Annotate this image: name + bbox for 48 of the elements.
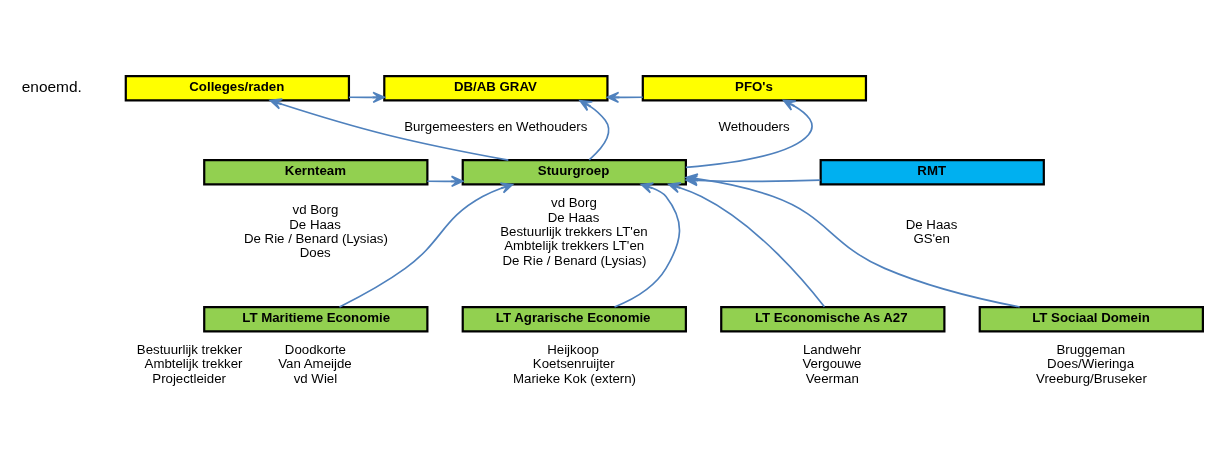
node-label: Burgemeesters en Wethouders bbox=[404, 118, 588, 134]
node-label: vd Wiel bbox=[293, 370, 338, 386]
label: Bestuurlijk trekker bbox=[136, 342, 243, 358]
arrow bbox=[269, 98, 510, 161]
node-label: Heijkoop bbox=[547, 342, 599, 358]
node-label: Does bbox=[299, 245, 331, 261]
node-label: De Rie / Benard (Lysias) bbox=[502, 252, 647, 268]
node-label: Vergouwe bbox=[802, 356, 862, 372]
arrow bbox=[685, 99, 813, 169]
node-box: LT Agrarische Economie bbox=[461, 305, 687, 333]
node-box: Colleges/raden bbox=[124, 75, 351, 102]
node-box: RMT bbox=[819, 159, 1045, 186]
node-label: Vreeburg/Bruseker bbox=[1036, 370, 1147, 386]
node-label: De Haas bbox=[547, 209, 600, 225]
node-label: De Rie / Benard (Lysias) bbox=[243, 231, 388, 247]
arrow bbox=[613, 182, 681, 308]
label: Ambtelijk trekker bbox=[144, 356, 243, 372]
node-box: PFO's bbox=[641, 75, 868, 102]
node-box: LT Maritieme Economie bbox=[203, 305, 429, 333]
node-box: LT Economische As A27 bbox=[720, 305, 946, 333]
arrow bbox=[426, 175, 464, 188]
node-label: GS'en bbox=[913, 231, 950, 247]
node-label: Wethouders bbox=[718, 118, 790, 134]
node-label: vd Borg bbox=[292, 202, 339, 218]
node-label: Does/Wieringa bbox=[1047, 356, 1135, 372]
node-label: Ambtelijk trekkers LT'en bbox=[504, 238, 645, 254]
node-label: De Haas bbox=[289, 216, 341, 232]
arrow bbox=[579, 99, 610, 161]
node-box: Kernteam bbox=[203, 159, 429, 186]
node-label: Bestuurlijk trekkers LT'en bbox=[500, 223, 648, 239]
node-box: DB/AB GRAV bbox=[383, 75, 609, 102]
node-label: vd Borg bbox=[551, 195, 597, 211]
arrow bbox=[348, 91, 386, 104]
arrow bbox=[668, 182, 826, 308]
node-label: Marieke Kok (extern) bbox=[512, 370, 636, 386]
node-box: LT Sociaal Domein bbox=[978, 305, 1204, 333]
node-label: Landwehr bbox=[802, 342, 862, 358]
arrow bbox=[606, 91, 644, 104]
node-label: Koetsenruijter bbox=[532, 356, 615, 372]
node-label: Doodkorte bbox=[284, 342, 347, 358]
node-label: Van Ameijde bbox=[278, 356, 352, 372]
arrow bbox=[338, 182, 514, 308]
label: Projectleider bbox=[152, 370, 226, 386]
node-label: Bruggeman bbox=[1056, 342, 1126, 358]
node-box: Stuurgroep bbox=[461, 159, 687, 186]
node-label: Veerman bbox=[805, 370, 859, 386]
node-label: De Haas bbox=[905, 216, 958, 232]
label: enoemd. bbox=[21, 78, 82, 96]
